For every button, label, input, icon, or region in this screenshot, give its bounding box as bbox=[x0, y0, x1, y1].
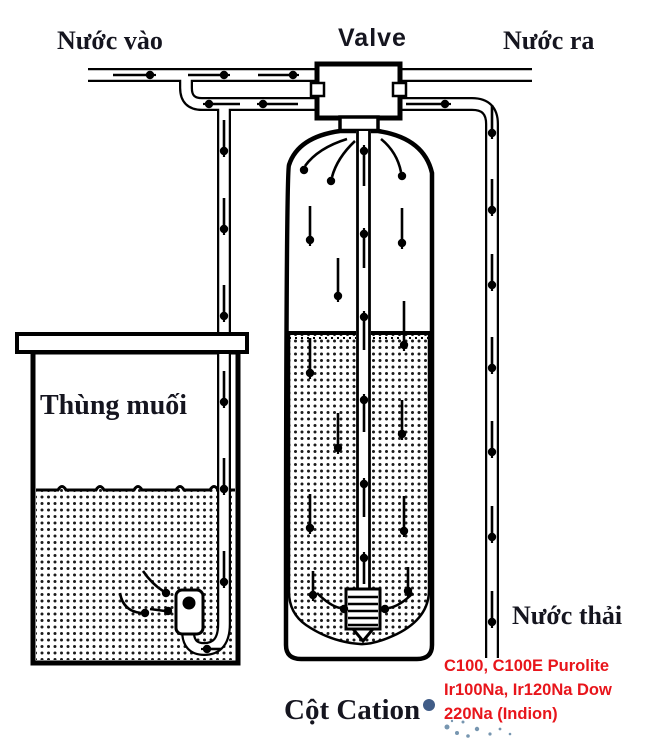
valve-block bbox=[309, 61, 408, 134]
label-waste-water: Nước thải bbox=[512, 601, 623, 630]
resin-note-line1: C100, C100E Purolite bbox=[444, 657, 610, 675]
label-cation-column: Cột Cation bbox=[284, 694, 421, 726]
valve-notch-left bbox=[309, 81, 326, 98]
riser-tube bbox=[356, 131, 371, 593]
flow-arrows bbox=[113, 70, 497, 654]
salt-fill bbox=[36, 486, 235, 660]
label-water-in: Nước vào bbox=[57, 26, 163, 55]
intake-float-icon bbox=[182, 596, 196, 610]
label-salt-tank: Thùng muối bbox=[40, 390, 188, 421]
cation-column bbox=[283, 128, 435, 662]
label-valve: Valve bbox=[338, 24, 407, 52]
brine-intake bbox=[174, 588, 205, 636]
strainer-icon bbox=[344, 587, 382, 644]
label-water-out: Nước ra bbox=[503, 26, 595, 55]
resin-note-line2: Ir100Na, Ir120Na Dow bbox=[444, 681, 612, 699]
salt-tank-lid bbox=[15, 332, 249, 354]
resin-note: C100, C100E Purolite Ir100Na, Ir120Na Do… bbox=[444, 654, 612, 726]
watermark-speckles bbox=[423, 699, 512, 738]
resin-note-line3: 220Na (Indion) bbox=[444, 705, 558, 723]
valve-notch-right bbox=[391, 81, 408, 98]
